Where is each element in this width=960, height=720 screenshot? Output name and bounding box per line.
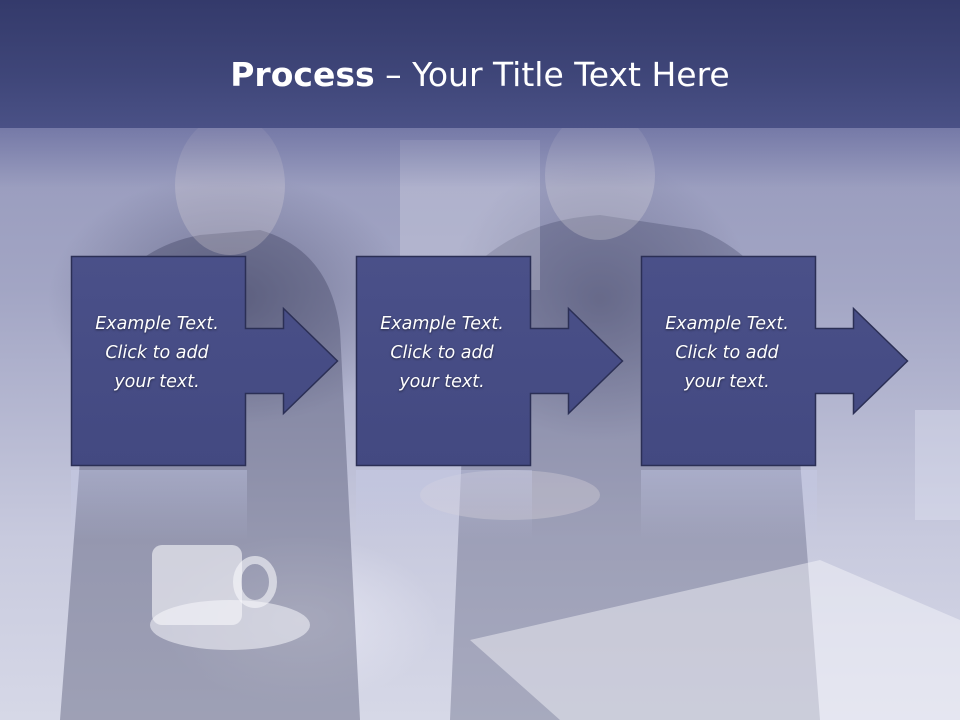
process-step-2[interactable]: Example Text. Click to add your text.	[355, 255, 626, 470]
step-2-line-2: Click to add	[390, 343, 494, 363]
step-2-arrow-shape	[355, 255, 624, 467]
step-3-line-3: your text.	[684, 372, 770, 392]
step-1-line-3: your text.	[114, 372, 200, 392]
process-step-1[interactable]: Example Text. Click to add your text.	[70, 255, 341, 470]
step-1-arrow-shape	[70, 255, 339, 467]
step-3-line-2: Click to add	[675, 343, 779, 363]
step-1-reflection	[71, 470, 247, 540]
step-3-text: Example Text. Click to add your text.	[647, 310, 807, 397]
process-step-3[interactable]: Example Text. Click to add your text.	[640, 255, 911, 470]
step-3-line-1: Example Text.	[665, 314, 789, 334]
step-3-arrow-shape	[640, 255, 909, 467]
step-1-line-1: Example Text.	[95, 314, 219, 334]
step-2-line-3: your text.	[399, 372, 485, 392]
title-rest: – Your Title Text Here	[374, 55, 730, 94]
header-fade	[0, 128, 960, 188]
title-bold: Process	[230, 55, 375, 94]
step-1-line-2: Click to add	[105, 343, 209, 363]
header-bar	[0, 0, 960, 128]
step-2-line-1: Example Text.	[380, 314, 504, 334]
step-3-reflection	[641, 470, 817, 540]
slide-title[interactable]: Process – Your Title Text Here	[0, 52, 960, 98]
step-2-reflection	[356, 470, 532, 540]
step-2-text: Example Text. Click to add your text.	[362, 310, 522, 397]
step-1-text: Example Text. Click to add your text.	[77, 310, 237, 397]
